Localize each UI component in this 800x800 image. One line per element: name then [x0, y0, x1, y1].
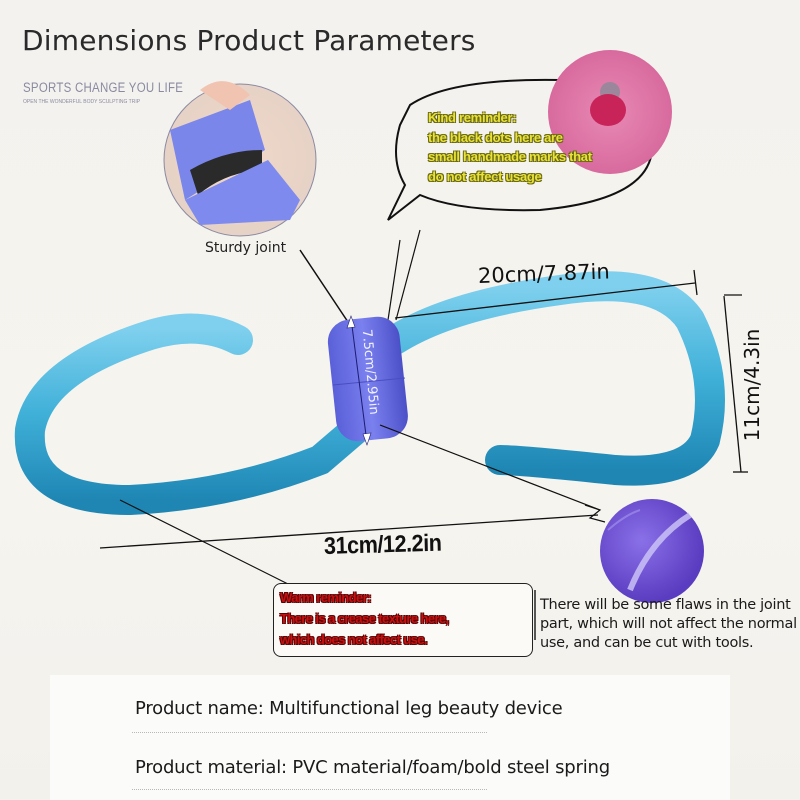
product-name: Product name: Multifunctional leg beauty…: [135, 698, 563, 719]
kind-reminder-line: the black dots here are: [428, 129, 563, 145]
warm-reminder-line: which does not affect use.: [280, 632, 428, 647]
sturdy-joint-photo: [163, 81, 317, 237]
flaws-note: There will be some flaws in the joint pa…: [540, 597, 797, 651]
product-material: Product material: PVC material/foam/bold…: [135, 757, 610, 778]
kind-reminder-text: Kind reminder: the black dots here are s…: [428, 108, 592, 186]
brand-slogan: SPORTS CHANGE YOU LIFE: [23, 80, 184, 95]
arm-length-label: 20cm/7.87in: [477, 259, 611, 288]
brand-subline: OPEN THE WONDERFUL BODY SCULPTING TRIP: [23, 99, 141, 105]
dotted-divider: [132, 789, 487, 790]
product-parameters-panel: Product name: Multifunctional leg beauty…: [50, 675, 730, 800]
purple-flaw-photo: [600, 499, 704, 603]
kind-reminder-line: small handmade marks that: [428, 149, 592, 164]
leg-trainer-device: [14, 271, 725, 516]
kind-reminder-line: Kind reminder:: [428, 110, 517, 125]
kind-reminder-bubble: [387, 78, 654, 221]
height-label: 11cm/4.3in: [740, 328, 764, 442]
warm-reminder-text: Warm reminder: There is a crease texture…: [280, 587, 526, 650]
warm-reminder-line: Warm reminder:: [280, 590, 371, 605]
joint-block: [327, 316, 408, 442]
warm-reminder-box: Warm reminder: There is a crease texture…: [273, 583, 533, 657]
total-length-label: 31cm/12.2in: [323, 529, 442, 560]
kind-reminder-line: do not affect usage: [428, 168, 542, 184]
sturdy-joint-label: Sturdy joint: [205, 240, 287, 256]
warm-reminder-line: There is a crease texture here,: [280, 611, 449, 626]
dotted-divider: [132, 732, 487, 733]
page-title: Dimensions Product Parameters: [22, 24, 476, 57]
